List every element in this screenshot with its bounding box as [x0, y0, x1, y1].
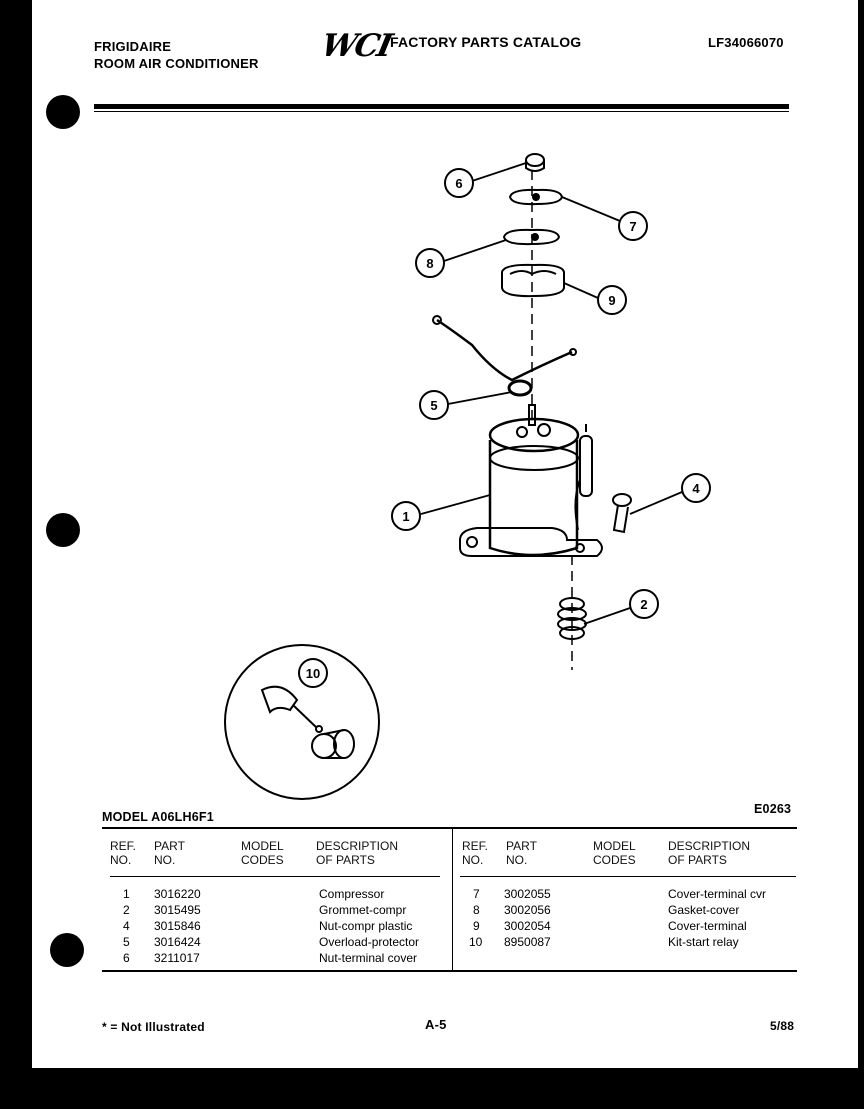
compressor-part: [459, 404, 603, 557]
callout-leaders: [420, 162, 683, 625]
desc-cell: Compressor: [319, 887, 385, 901]
part-cell: 8950087: [504, 935, 551, 949]
ref-cell: 4: [123, 919, 130, 933]
table-row: 2 3015495 Grommet-compr: [32, 902, 452, 918]
page-number: A-5: [425, 1017, 447, 1032]
part-cell: 3016220: [154, 887, 201, 901]
col-description-right: DESCRIPTION OF PARTS: [668, 839, 751, 867]
svg-text:10: 10: [306, 666, 320, 681]
callout-9: 9: [597, 285, 627, 315]
col-ref-no: REF. NO.: [110, 839, 137, 867]
product-line: ROOM AIR CONDITIONER: [94, 56, 259, 71]
part-cell: 3002056: [504, 903, 551, 917]
brand-block: FRIGIDAIRE ROOM AIR CONDITIONER: [94, 38, 259, 72]
part-cell: 3002055: [504, 887, 551, 901]
svg-text:5: 5: [430, 398, 437, 413]
header-underline-right: [460, 876, 796, 877]
model-label: MODEL A06LH6F1: [102, 810, 214, 824]
svg-text:1: 1: [402, 509, 409, 524]
part-cell: 3002054: [504, 919, 551, 933]
callout-8: 8: [415, 248, 445, 278]
exploded-parts-diagram: 6 7 8 9 5 4 1 2 10: [224, 153, 711, 800]
col-model-codes: MODEL CODES: [241, 839, 284, 867]
part-cell: 3015495: [154, 903, 201, 917]
nut-compr-plastic-part: [612, 493, 632, 534]
part-cell: 3015846: [154, 919, 201, 933]
gasket-cover-part: [502, 228, 561, 246]
callout-2: 2: [629, 589, 659, 619]
desc-cell: Nut-compr plastic: [319, 919, 413, 933]
part-cell: 3016424: [154, 935, 201, 949]
table-row: 9 3002054 Cover-terminal: [32, 918, 858, 934]
ref-cell: 9: [473, 919, 480, 933]
table-top-rule: [102, 827, 797, 829]
footnote: * = Not Illustrated: [102, 1020, 205, 1034]
desc-cell: Kit-start relay: [668, 935, 739, 949]
svg-text:6: 6: [455, 176, 462, 191]
callout-5: 5: [419, 390, 449, 420]
callout-4: 4: [681, 473, 711, 503]
table-row: 1 3016220 Compressor: [32, 886, 452, 902]
ref-cell: 5: [123, 935, 130, 949]
callout-6: 6: [444, 168, 474, 198]
catalog-title: FACTORY PARTS CATALOG: [390, 34, 582, 50]
cover-terminal-cvr-part: [508, 188, 564, 206]
desc-cell: Overload-protector: [319, 935, 420, 949]
ref-cell: 2: [123, 903, 130, 917]
table-row: 6 3211017 Nut-terminal cover: [32, 950, 452, 966]
table-divider: [452, 829, 453, 970]
cover-terminal-part: [501, 263, 565, 298]
col-model-codes-right: MODEL CODES: [593, 839, 636, 867]
desc-cell: Cover-terminal: [668, 919, 747, 933]
svg-text:7: 7: [629, 219, 636, 234]
col-part-no-right: PART NO.: [506, 839, 537, 867]
table-row: 4 3015846 Nut-compr plastic: [32, 918, 452, 934]
table-row: 5 3016424 Overload-protector: [32, 934, 452, 950]
brand-name: FRIGIDAIRE: [94, 39, 172, 54]
desc-cell: Grommet-compr: [319, 903, 407, 917]
callout-7: 7: [618, 211, 648, 241]
svg-text:2: 2: [640, 597, 647, 612]
svg-text:4: 4: [692, 481, 700, 496]
catalog-page: FRIGIDAIRE ROOM AIR CONDITIONER WCI FACT…: [32, 0, 858, 1068]
header-rule-thick: [94, 104, 789, 109]
header-rule-thin: [94, 111, 789, 112]
col-ref-no-right: REF. NO.: [462, 839, 489, 867]
callout-10: 10: [298, 658, 328, 688]
header-underline: [110, 876, 440, 877]
desc-cell: Cover-terminal cvr: [668, 887, 767, 901]
table-row: 7 3002055 Cover-terminal cvr: [32, 886, 858, 902]
desc-cell: Nut-terminal cover: [319, 951, 418, 965]
table-row: 10 8950087 Kit-start relay: [32, 934, 858, 950]
callout-1: 1: [391, 501, 421, 531]
punch-hole: [50, 933, 84, 967]
overload-protector-part: [432, 315, 577, 397]
table-row: 8 3002056 Gasket-cover: [32, 902, 858, 918]
start-relay-detail: [224, 644, 380, 800]
col-description: DESCRIPTION OF PARTS: [316, 839, 399, 867]
document-number: LF34066070: [708, 35, 784, 50]
desc-cell: Gasket-cover: [668, 903, 740, 917]
part-cell: 3211017: [154, 951, 200, 965]
print-date: 5/88: [770, 1019, 795, 1033]
svg-text:8: 8: [426, 256, 433, 271]
ref-cell: 10: [469, 935, 483, 949]
drawing-code: E0263: [754, 802, 792, 816]
ref-cell: 1: [123, 887, 130, 901]
svg-text:9: 9: [608, 293, 615, 308]
ref-cell: 7: [473, 887, 480, 901]
nut-terminal-cover-part: [525, 153, 545, 172]
ref-cell: 8: [473, 903, 480, 917]
col-part-no: PART NO.: [154, 839, 185, 867]
punch-hole: [46, 513, 80, 547]
table-bottom-rule: [102, 970, 797, 972]
ref-cell: 6: [123, 951, 130, 965]
punch-hole: [46, 95, 80, 129]
